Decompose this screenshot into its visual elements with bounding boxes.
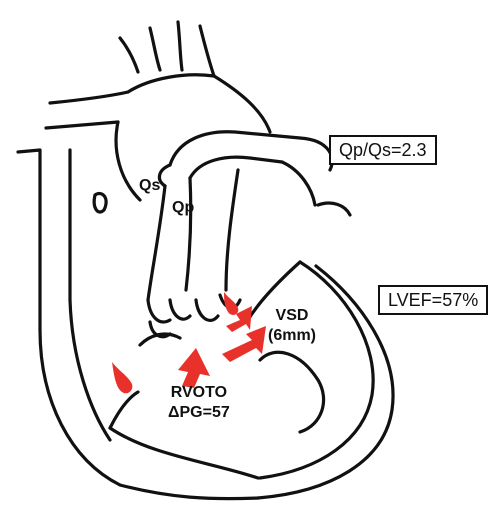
flow-arrows bbox=[112, 292, 266, 393]
vsd-shunt-arrow bbox=[222, 326, 266, 362]
flow-droplet-right bbox=[224, 292, 238, 315]
vsd-label-line1: VSD bbox=[268, 306, 316, 326]
rvoto-label-line2: ΔPG=57 bbox=[168, 403, 230, 423]
vsd-label: VSD (6mm) bbox=[268, 306, 316, 346]
rvoto-label-line1: RVOTO bbox=[168, 383, 230, 403]
rvoto-label: RVOTO ΔPG=57 bbox=[168, 383, 230, 423]
vsd-label-line2: (6mm) bbox=[268, 326, 316, 346]
flow-droplet-left bbox=[112, 362, 132, 393]
left-ventricle bbox=[248, 262, 393, 498]
vena-cava bbox=[18, 150, 120, 485]
lvef-label: LVEF=57% bbox=[378, 285, 488, 315]
qp-label: Qp bbox=[172, 200, 194, 216]
qp-qs-ratio-label: Qp/Qs=2.3 bbox=[329, 135, 437, 165]
rvoto-flow-arrow bbox=[178, 348, 210, 388]
qs-label: Qs bbox=[139, 178, 160, 194]
